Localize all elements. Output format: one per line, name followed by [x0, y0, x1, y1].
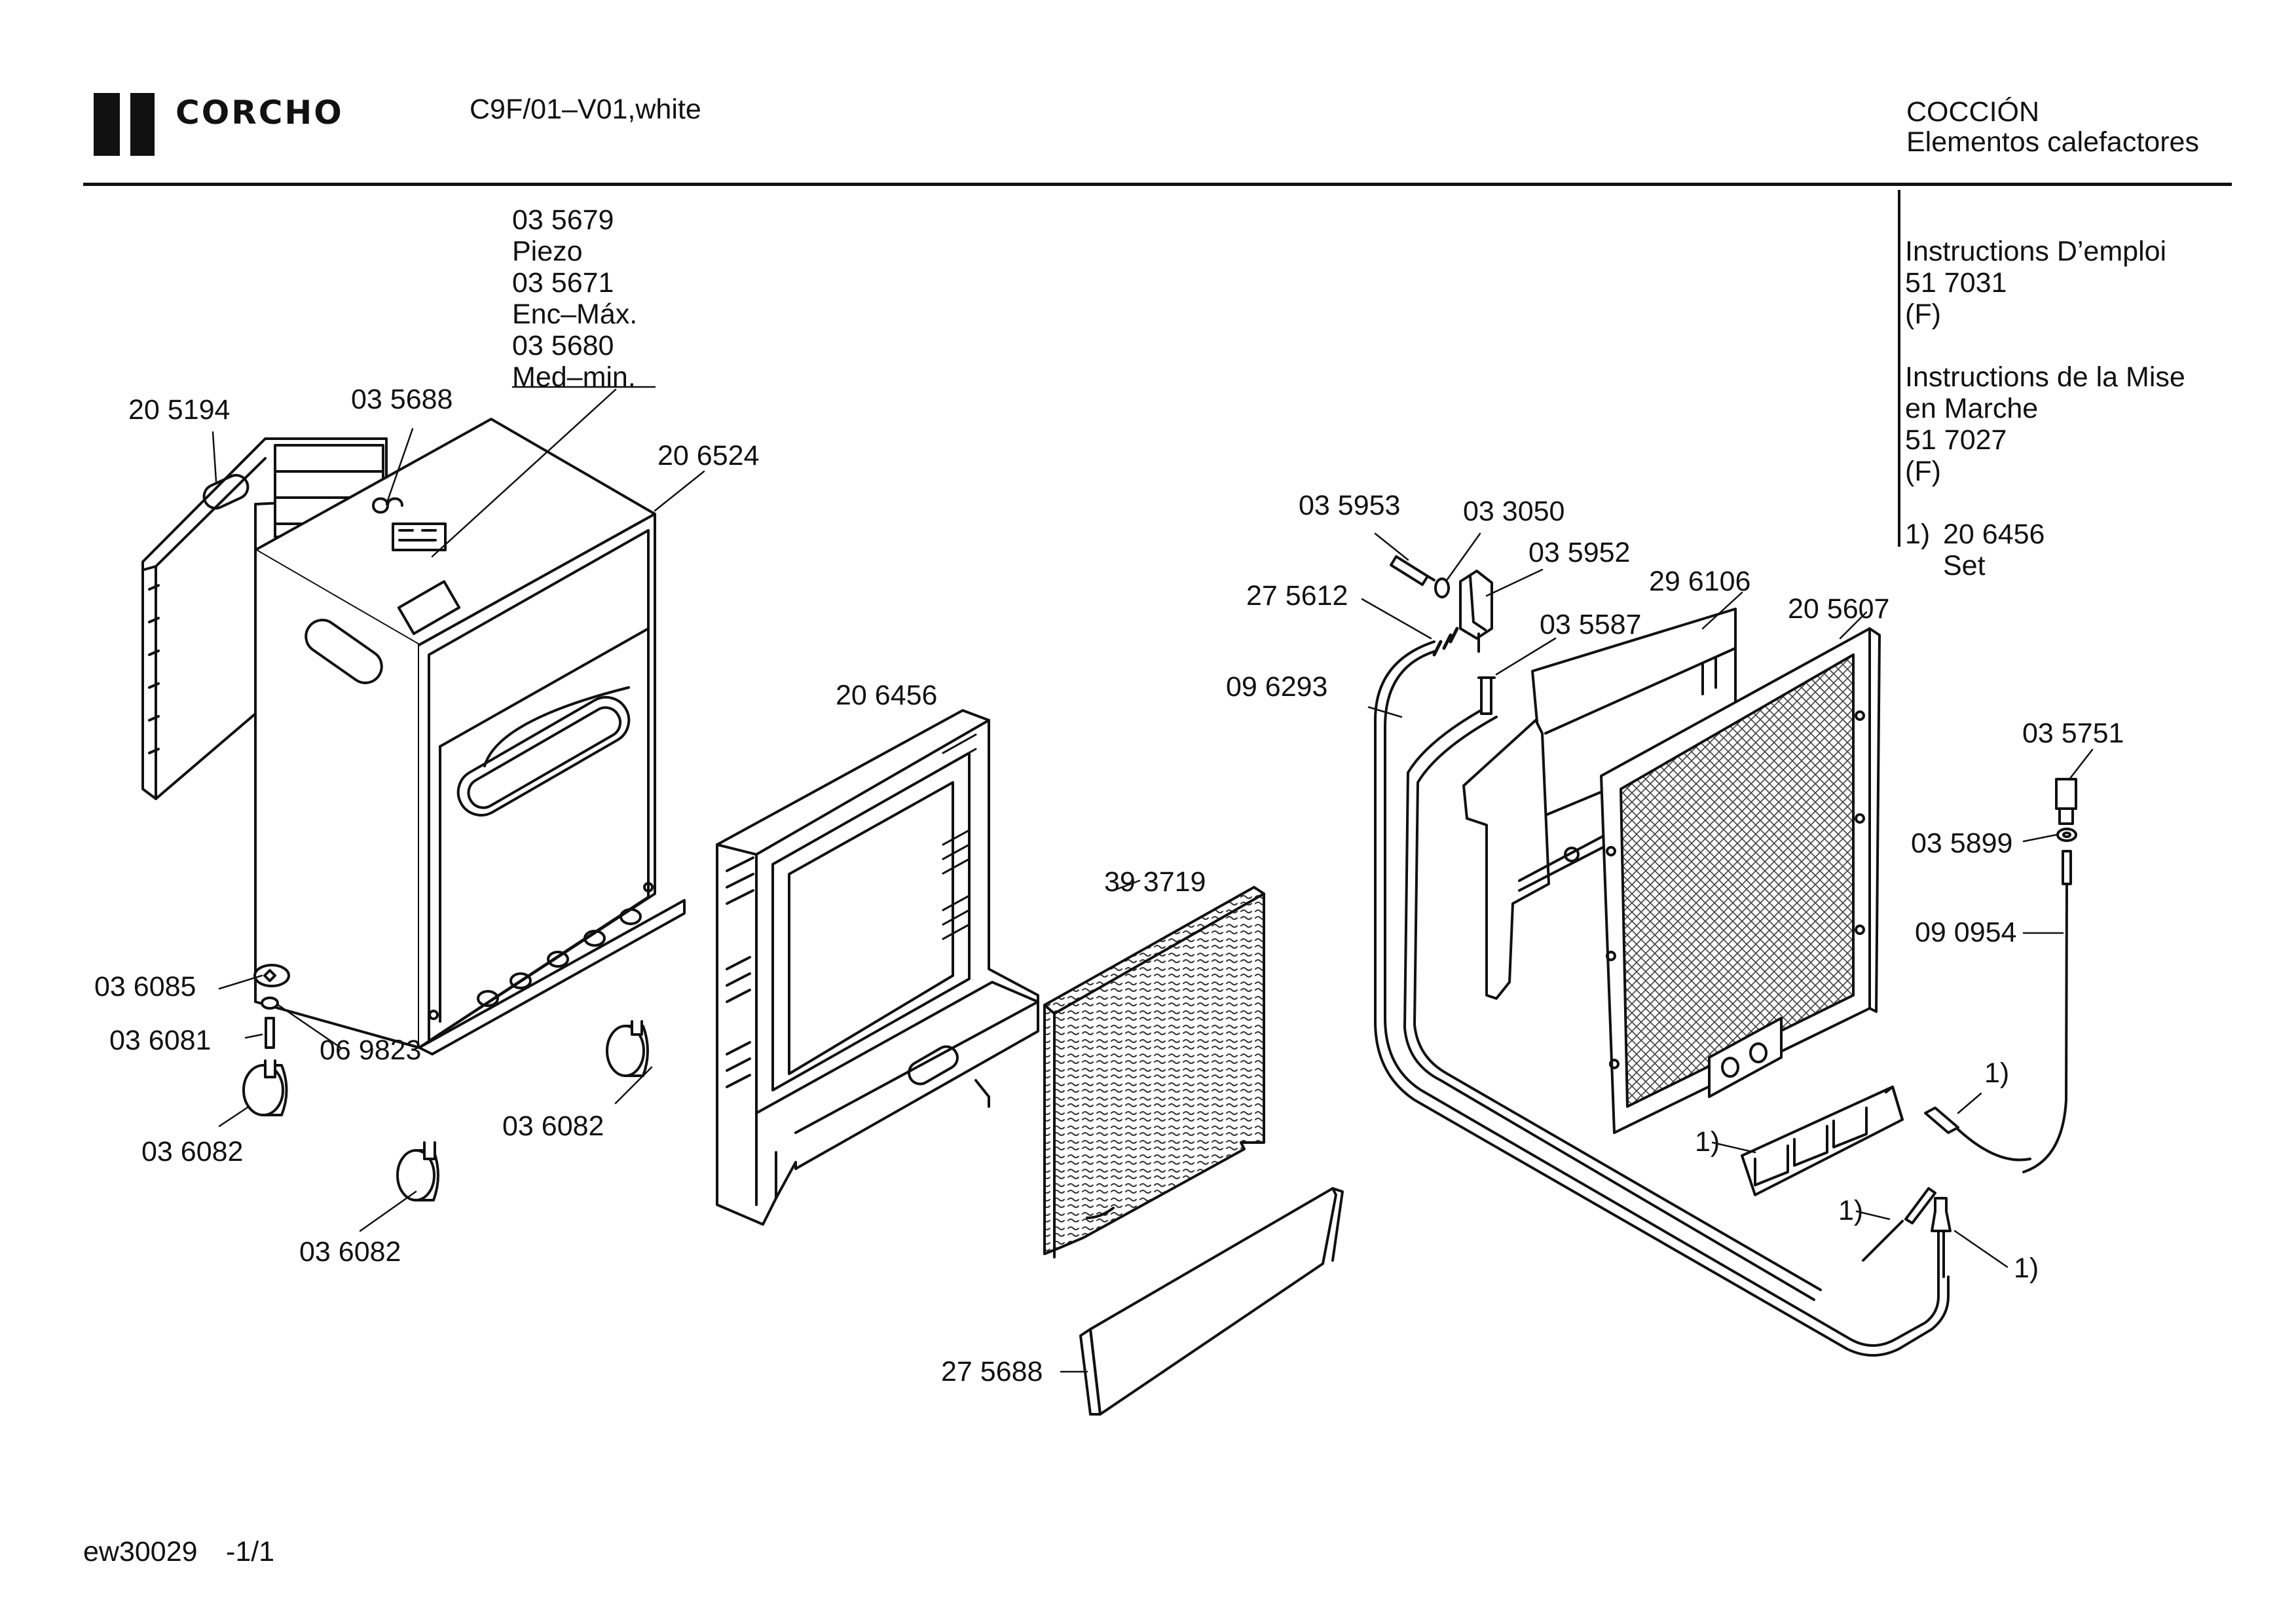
- thermocouple-035587: [1477, 676, 1496, 715]
- part-label-205607: 20 5607: [1788, 593, 1890, 625]
- radiant-panel-205607: [1600, 627, 1881, 1134]
- pilot-burner-035952: [1459, 570, 1493, 653]
- set-number: 20 6456: [1943, 519, 2045, 550]
- front-frame-206456: [716, 709, 1039, 1226]
- gas-pipe-096293: [1374, 627, 1950, 1357]
- injector-035953: [1390, 555, 1435, 586]
- set-marker-label-3: 1): [1838, 1195, 1864, 1226]
- callout-encmax-label: Enc–Máx.: [512, 299, 638, 330]
- part-label-035899: 03 5899: [1911, 828, 2013, 859]
- category-subtitle: Elementos calefactores: [1906, 126, 2199, 158]
- part-label-275688: 27 5688: [941, 1356, 1043, 1387]
- part-label-206524: 20 6524: [657, 440, 760, 471]
- cabinet-206524: [254, 418, 686, 1055]
- part-label-035688: 03 5688: [351, 384, 453, 415]
- caster-front-left: [242, 964, 290, 1116]
- part-label-036082-left: 03 6082: [141, 1136, 244, 1167]
- caster-front-mid: [606, 1020, 649, 1077]
- set-marker-label-2: 1): [1695, 1126, 1720, 1158]
- doc2-title-line2: en Marche: [1905, 393, 2039, 424]
- washer-033050: [1434, 577, 1450, 598]
- footer-page: -1/1: [226, 1536, 275, 1567]
- brand-name: CORCHO: [176, 94, 344, 132]
- part-label-069823: 06 9823: [320, 1035, 422, 1066]
- doc1-lang: (F): [1905, 299, 1941, 330]
- part-label-096293: 09 6293: [1226, 671, 1328, 703]
- capillary-090954: [2022, 850, 2072, 1173]
- part-label-036082-rear: 03 6082: [299, 1236, 401, 1268]
- mesh-screen-393719: [1043, 886, 1265, 1258]
- part-label-036085: 03 6085: [94, 971, 196, 1002]
- electrode-holder-set: [1741, 1086, 1904, 1196]
- set-label: Set: [1943, 550, 1986, 581]
- set-marker-label-1: 1): [1984, 1057, 2010, 1089]
- ignition-lead-set: [1862, 1107, 2031, 1278]
- doc2-title-line1: Instructions de la Mise: [1905, 361, 2185, 393]
- part-label-035953: 03 5953: [1299, 490, 1401, 521]
- part-label-296106: 29 6106: [1649, 566, 1751, 597]
- footer-code: ew30029: [83, 1536, 198, 1567]
- callout-encmax-number: 03 5671: [512, 267, 614, 299]
- burner-bracket-296106: [1462, 608, 1737, 1000]
- part-label-036082-mid: 03 6082: [502, 1110, 604, 1142]
- callout-piezo-label: Piezo: [512, 236, 583, 267]
- caster-rear: [396, 1141, 439, 1201]
- callout-medmin-number: 03 5680: [512, 330, 614, 361]
- part-label-275612: 27 5612: [1246, 580, 1348, 612]
- part-label-393719: 39 3719: [1104, 866, 1206, 898]
- part-label-033050: 03 3050: [1463, 496, 1565, 527]
- doc1-number: 51 7031: [1905, 267, 2007, 299]
- part-label-036081: 03 6081: [109, 1025, 212, 1056]
- doc2-lang: (F): [1905, 456, 1941, 487]
- model-code: C9F/01–V01,white: [470, 94, 701, 125]
- part-label-035751: 03 5751: [2022, 718, 2124, 749]
- part-label-205194: 20 5194: [128, 394, 231, 426]
- corcho-logo-mark-icon: [94, 93, 155, 156]
- leader-lines: [212, 386, 2094, 1373]
- part-label-035952: 03 5952: [1528, 537, 1631, 568]
- doc1-title: Instructions D’emploi: [1905, 236, 2167, 267]
- part-label-206456: 20 6456: [836, 680, 938, 711]
- set-marker: 1): [1905, 519, 1931, 550]
- category-title: COCCIÓN: [1906, 96, 2040, 128]
- callout-piezo-number: 03 5679: [512, 204, 614, 236]
- doc2-number: 51 7027: [1905, 424, 2007, 456]
- set-marker-label-4: 1): [2014, 1253, 2039, 1284]
- part-label-090954: 09 0954: [1915, 917, 2017, 948]
- sidebar-rule: [1898, 190, 1900, 547]
- bottom-trim-275688: [1079, 1187, 1344, 1416]
- washer-035899: [2056, 828, 2077, 842]
- connector-035751: [2055, 778, 2077, 825]
- corcho-logo: [92, 92, 367, 160]
- header-rule: [83, 183, 2232, 186]
- part-label-035587: 03 5587: [1540, 609, 1642, 640]
